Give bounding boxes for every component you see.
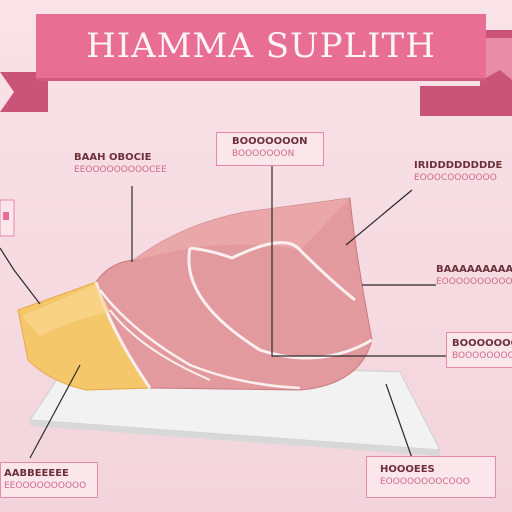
label-top-left: BAAH OBOCIE EEOOOOOOOOOCEE bbox=[74, 152, 167, 175]
label-bottom-right: HOOOEES EOOOOOOOOCOOO bbox=[380, 464, 470, 487]
leader-bottom-left bbox=[29, 364, 81, 459]
label-mid-right: BAAAAAAAAAAAN EOOOOOOOOOOOO bbox=[436, 264, 512, 287]
label-box-low-right bbox=[446, 332, 512, 368]
marbling-2 bbox=[187, 247, 373, 360]
ribbon-right bbox=[420, 30, 512, 116]
label-top-right: IRIDDDDDDDDE EOOOCOOOOOOO bbox=[414, 160, 503, 183]
leader-bottom-right bbox=[385, 383, 413, 459]
diagram-title: HIAMMA SUPLITH bbox=[86, 26, 436, 66]
leader-left bbox=[0, 247, 41, 305]
marbling-4 bbox=[109, 309, 211, 381]
label-box-top-center bbox=[216, 132, 324, 166]
ribbon-left bbox=[0, 72, 48, 112]
marbling-3 bbox=[99, 289, 301, 390]
fat-shadow bbox=[22, 284, 110, 336]
cutting-board-shadow bbox=[30, 420, 440, 456]
leader-top-center bbox=[271, 163, 446, 357]
label-top-center: BOOOOOOON BOOOOOOON bbox=[232, 136, 308, 159]
label-low-right: BOOOOOOOS BOOOOOOOOO bbox=[452, 338, 512, 361]
label-box-bottom-right bbox=[366, 456, 496, 498]
meat-top bbox=[134, 198, 350, 260]
left-tag-dot bbox=[3, 212, 9, 220]
label-box-bottom-left bbox=[0, 462, 98, 498]
leader-top-right bbox=[345, 189, 413, 246]
label-bottom-left: AABBEEEEE EEOOOOOOOOOO bbox=[4, 468, 87, 491]
marbling-1 bbox=[189, 241, 356, 302]
title-banner: HIAMMA SUPLITH bbox=[36, 14, 486, 81]
